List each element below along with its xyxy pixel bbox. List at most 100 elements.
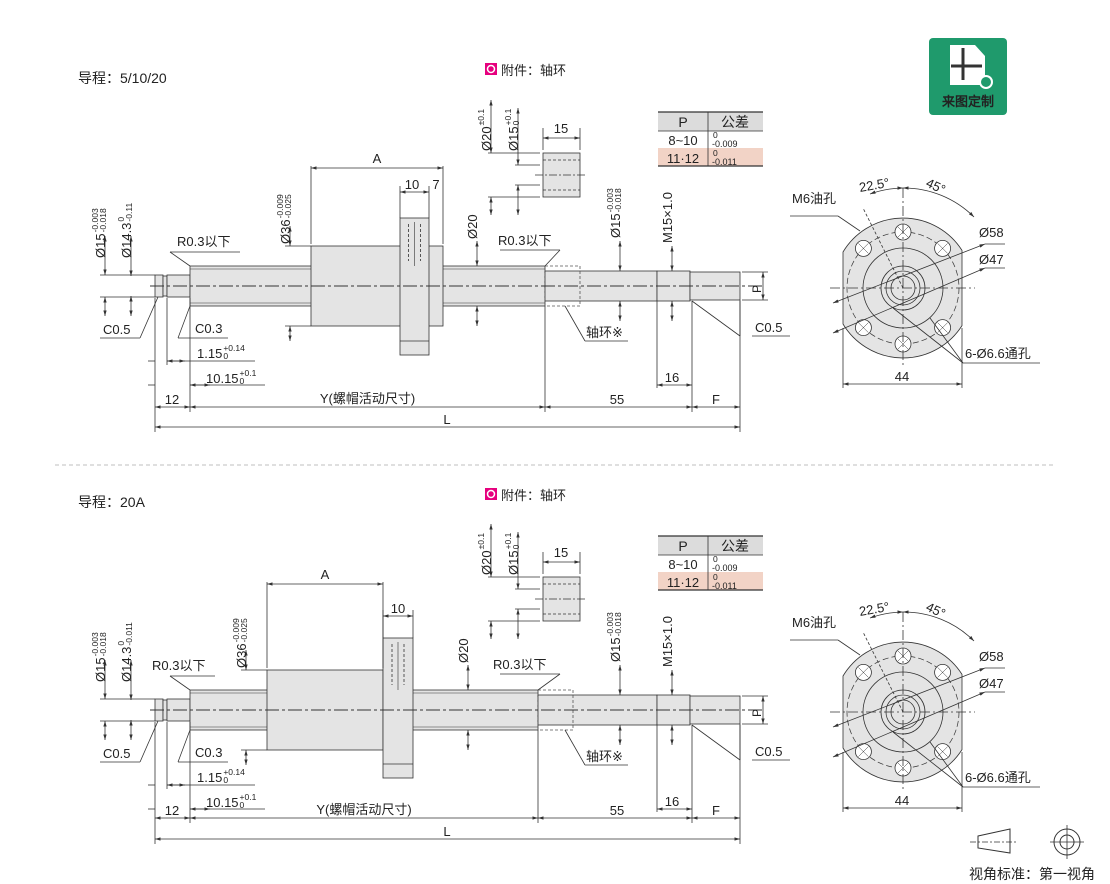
table-cell-p-group: 8~10: [668, 133, 697, 148]
dim-a-label: A: [321, 567, 330, 582]
dim-7-label-group: 7: [432, 177, 439, 192]
table-cell-upper: 0: [713, 148, 718, 158]
collar-id-label-lower-tolerance: 0: [511, 120, 521, 125]
drawing-custom-icon-badge: [979, 75, 993, 89]
table-cell-lower-group: -0.009: [712, 563, 738, 573]
dim-f-label: F: [712, 392, 720, 407]
dim-flange-10-label-group: 10: [391, 601, 405, 616]
groove-od-label: Ø14.3: [119, 223, 134, 258]
lead-title: 导程：: [78, 494, 120, 510]
collar-width-label-group: 15: [554, 545, 568, 560]
drawing-line: [544, 249, 561, 267]
lead-title-group: 导程：20A: [78, 494, 146, 510]
radius-left-label-group: R0.3以下: [177, 234, 230, 249]
chamfer-left-label: C0.5: [103, 746, 130, 761]
dim-55-label-group: 55: [610, 803, 624, 818]
pitch-label-group: P: [750, 709, 764, 717]
table-cell-p-group: 11·12: [667, 151, 699, 166]
accessory-mark-icon-ring: [486, 489, 496, 499]
nut-od-label: Ø36: [234, 643, 249, 668]
collar-note-mark: ※: [612, 325, 623, 340]
dim-16-label-group: 16: [665, 794, 679, 809]
view-standard-label: 视角标准：第一视角: [969, 866, 1095, 882]
end-od-label-upper-tolerance: -0.003: [90, 632, 100, 656]
dim-12-label-group: 12: [165, 803, 179, 818]
table-header-p: P: [678, 538, 687, 554]
angle-45-label-group: 45°: [924, 175, 948, 197]
collar-note-label: 轴环: [586, 325, 612, 340]
dim-flange-10-label-group: 10: [405, 177, 419, 192]
thread-label: M15×1.0: [660, 192, 675, 243]
dim-y-label-group: Y(螺帽活动尺寸): [316, 802, 411, 817]
shaft-od-label-group: Ø20: [465, 214, 480, 239]
width-44-label: 44: [895, 793, 909, 808]
drawing-line: [564, 729, 586, 766]
dim-flange-10-label: 10: [391, 601, 405, 616]
table-row-alt-bg: [658, 148, 763, 166]
table-cell-p: 8~10: [668, 133, 697, 148]
table-header-tolerance: 公差: [721, 538, 749, 554]
chamfer-left-label: C0.5: [103, 322, 130, 337]
dim-y-label-group: Y(螺帽活动尺寸): [320, 391, 415, 406]
shaft-od-label-group: Ø20: [456, 638, 471, 663]
dim-12-label: 12: [165, 803, 179, 818]
chamfer-c03-label: C0.3: [195, 321, 222, 336]
dim-1-15-label-group: 1.15+0.140: [197, 343, 245, 361]
bearing-od-label-upper-tolerance: -0.003: [605, 612, 615, 636]
table-row-alt-bg: [658, 572, 763, 590]
dim-a-label: A: [373, 151, 382, 166]
dim-l-label: L: [443, 412, 450, 427]
lead-title-group: 导程：5/10/20: [78, 70, 167, 86]
lead-title: 导程：: [78, 70, 120, 86]
table-cell-p-group: 8~10: [668, 557, 697, 572]
collar-id-label-upper-tolerance: +0.1: [503, 108, 513, 125]
drawing-line: [139, 296, 159, 339]
dia-58-label-group: Ø58: [979, 649, 1004, 664]
oil-hole-label-group: M6油孔: [792, 191, 836, 206]
nut-od-label-lower-tolerance: -0.025: [239, 618, 249, 642]
chamfer-right-label-group: C0.5: [755, 744, 782, 759]
table-cell-lower: -0.011: [712, 157, 737, 167]
screw-shaft: [150, 217, 765, 356]
dim-1-15-label-upper-tolerance: +0.14: [223, 767, 245, 777]
nut-od-label-group: Ø36-0.009-0.025: [275, 194, 293, 244]
groove-od-label-group: Ø14.30-0.011: [116, 622, 134, 682]
nut-od-label-lower-tolerance: -0.025: [283, 194, 293, 218]
end-od-label-group: Ø15-0.003-0.018: [90, 632, 108, 682]
table-cell-p-group: 11·12: [667, 575, 699, 590]
drawing-line: [892, 307, 964, 364]
angle-22-5-arc: [869, 186, 904, 195]
lead-value: 20A: [120, 494, 146, 510]
bearing-od-label-lower-tolerance: -0.018: [613, 612, 623, 636]
table-cell-upper-group: 0: [713, 554, 718, 564]
table-header-p-group: P: [678, 114, 687, 130]
dim-1-15-label-lower-tolerance: 0: [223, 775, 228, 785]
chamfer-c03-label: C0.3: [195, 745, 222, 760]
collar-width-label: 15: [554, 121, 568, 136]
table-header-p-group: P: [678, 538, 687, 554]
table-cell-lower: -0.009: [712, 563, 738, 573]
custom-drawing-badge[interactable]: 来图定制: [929, 38, 1007, 115]
table-cell-upper-group: 0: [713, 572, 718, 582]
angle-45-label-group: 45°: [924, 599, 948, 621]
table-cell-lower-group: -0.011: [712, 157, 737, 167]
table-cell-upper: 0: [713, 572, 718, 582]
accessory-label-group: 附件：轴环: [501, 63, 566, 78]
bearing-od-label-group: Ø15-0.003-0.018: [605, 188, 623, 238]
bearing-od-label: Ø15: [608, 637, 623, 662]
angle-22-5-label-group: 22.5°: [858, 175, 891, 195]
drawing-line: [691, 300, 741, 337]
dim-55-label: 55: [610, 392, 624, 407]
dim-1-15-label-group: 1.15+0.140: [197, 767, 245, 785]
accessory-mark-icon-ring: [486, 64, 496, 74]
drawing-line: [897, 338, 909, 350]
radius-right-label: R0.3以下: [493, 657, 546, 672]
chamfer-c03-label-group: C0.3: [195, 745, 222, 760]
dim-55-label-group: 55: [610, 392, 624, 407]
dim-10-15-label: 10.15: [206, 795, 239, 810]
dim-a-label-group: A: [373, 151, 382, 166]
collar-od-label: Ø20: [479, 126, 494, 151]
thread-label-group: M15×1.0: [660, 192, 675, 243]
collar-id-label-lower-tolerance: 0: [511, 544, 521, 549]
